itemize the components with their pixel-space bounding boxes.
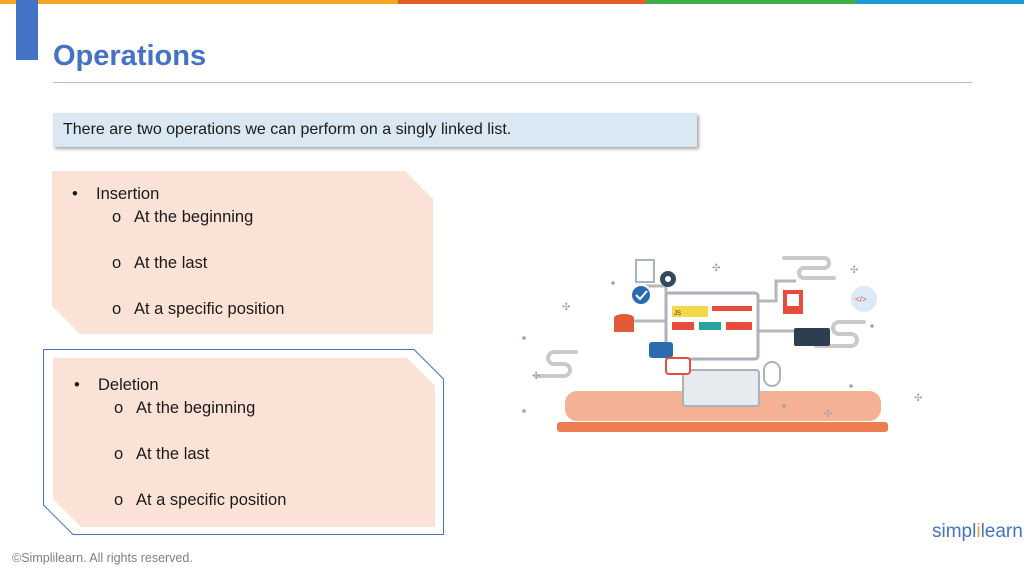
code-badge: </>: [855, 295, 867, 304]
sparkle-icon: ✣: [532, 371, 540, 382]
insertion-item-2: o At the last: [112, 254, 207, 273]
sub-bullet-mark: o: [112, 208, 122, 226]
insertion-heading-line: • Insertion: [72, 185, 159, 204]
sparkle-icon: ✣: [712, 263, 720, 274]
qr-code-inner: [787, 294, 799, 306]
cloud-code-icon: [851, 286, 877, 312]
dot-icon: [782, 404, 786, 408]
monitor-teal-tile: [699, 322, 721, 330]
deletion-item-label: At a specific position: [136, 491, 287, 509]
logo-part-3: learn: [980, 521, 1023, 542]
monitor-yellow-block: [672, 306, 708, 317]
top-color-bar: [0, 0, 1024, 4]
deletion-heading-line: • Deletion: [74, 376, 159, 395]
top-bar-green: [646, 0, 856, 4]
insertion-heading: Insertion: [96, 185, 160, 203]
insertion-item-1: o At the beginning: [112, 208, 253, 227]
server-icon: [794, 328, 830, 346]
deletion-card: • Deletion o At the beginning o At the last…: [53, 358, 435, 527]
title-divider: [53, 82, 972, 83]
check-mark: [635, 290, 648, 301]
deletion-item-1: o At the beginning: [114, 399, 255, 418]
insertion-item-label: At the beginning: [134, 208, 254, 226]
monitor-red-tile-2: [726, 322, 752, 330]
bullet-dot: •: [74, 376, 80, 394]
dot-icon: [870, 324, 874, 328]
sparkle-icon: ✣: [850, 265, 858, 276]
page-title: Operations: [53, 40, 207, 72]
sub-bullet-mark: o: [112, 300, 122, 318]
intro-banner: There are two operations we can perform …: [53, 113, 697, 147]
deletion-item-label: At the beginning: [136, 399, 256, 417]
bullet-dot: •: [72, 185, 78, 203]
insertion-item-label: At the last: [134, 254, 208, 272]
dot-icon: [522, 336, 526, 340]
monitor-red-block: [712, 306, 752, 311]
cloud-top-icon: [782, 256, 836, 280]
logo-part-2: i: [976, 521, 981, 542]
deletion-item-3: o At a specific position: [114, 491, 286, 510]
dot-icon: [611, 281, 615, 285]
simplilearn-logo: simplilearn: [932, 521, 1023, 543]
logo-part-1: simpl: [932, 521, 977, 542]
deletion-heading: Deletion: [98, 376, 159, 394]
dot-icon: [522, 409, 526, 413]
top-bar-orange: [0, 0, 398, 4]
code-bubble-icon: [665, 357, 691, 375]
deletion-item-2: o At the last: [114, 445, 209, 464]
developer-workstation-icon: JS </> ✣ ✣ ✣ ✣ ✣ ✣: [522, 256, 922, 432]
js-label: JS: [674, 311, 681, 317]
sub-bullet-mark: o: [114, 491, 124, 509]
dot-icon: [849, 384, 853, 388]
chat-bubble-icon: [649, 342, 673, 358]
sparkle-icon: ✣: [914, 393, 922, 404]
gear-center: [665, 276, 671, 282]
side-accent-bar: [16, 0, 38, 60]
top-bar-blue: [856, 0, 1024, 4]
sparkle-icon: ✣: [562, 302, 570, 313]
deletion-card-outline: [43, 349, 444, 535]
platform-edge: [557, 422, 888, 432]
sub-bullet-mark: o: [114, 399, 124, 417]
insertion-card: • Insertion o At the beginning o At the las…: [52, 171, 433, 334]
document-icon: [635, 259, 655, 283]
cloud-right-icon: [814, 320, 866, 348]
sub-bullet-mark: o: [112, 254, 122, 272]
intro-text: There are two operations we can perform …: [63, 121, 512, 138]
check-icon: [630, 284, 652, 306]
insertion-item-label: At a specific position: [134, 300, 285, 318]
top-bar-red: [398, 0, 646, 4]
monitor-red-tile: [672, 322, 694, 330]
database-body: [614, 318, 634, 332]
sub-bullet-mark: o: [114, 445, 124, 463]
sparkle-icon: ✣: [824, 409, 832, 420]
insertion-item-3: o At a specific position: [112, 300, 284, 319]
deletion-item-label: At the last: [136, 445, 210, 463]
copyright-footer: ©Simplilearn. All rights reserved.: [12, 551, 193, 565]
keyboard-icon: [682, 369, 760, 407]
cloud-left-icon: [534, 350, 578, 378]
mouse-icon: [763, 361, 781, 387]
